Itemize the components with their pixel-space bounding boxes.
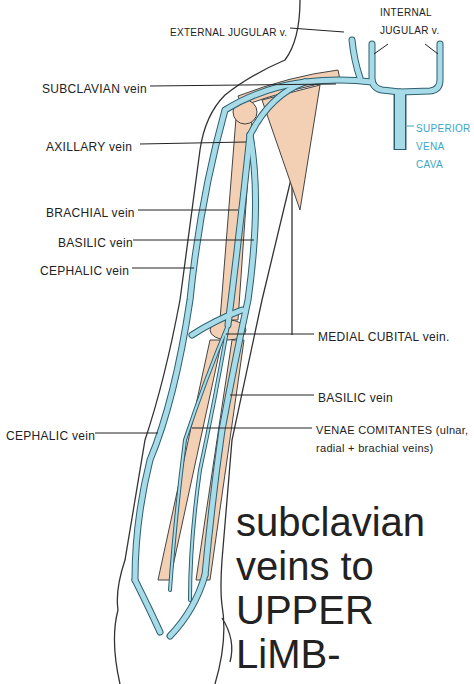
vein-label: MEDIAL CUBITAL vein. <box>318 330 450 344</box>
diagram-title-slot: subclavian veins to UPPER LiMB- <box>236 500 468 676</box>
vein-label-slot: SUPERIOR VENA CAVA <box>416 118 470 172</box>
vein-label: SUBCLAVIAN vein <box>42 82 147 96</box>
diagram-title: subclavian veins to UPPER LiMB- <box>236 500 425 676</box>
vein-label: BRACHIAL vein <box>46 206 135 220</box>
vein-label: EXTERNAL JUGULAR v. <box>170 27 287 38</box>
vein-label-slot: BRACHIAL vein <box>46 203 156 221</box>
vein-label: SUPERIOR VENA CAVA <box>416 123 471 170</box>
vein-label-slot: VENAE COMITANTES (ulnar, radial + brachi… <box>316 420 471 456</box>
vein-label: BASILIC vein <box>58 236 133 250</box>
vein-label-slot: BASILIC vein <box>318 388 438 406</box>
venae-comitantes-fill <box>170 325 228 600</box>
svc-leader <box>407 126 414 127</box>
vein-label-slot: INTERNAL JUGULAR v. <box>380 2 442 38</box>
vein-label: CEPHALIC vein <box>40 264 129 278</box>
vein-label: CEPHALIC vein <box>6 429 95 443</box>
vein-label: INTERNAL JUGULAR v. <box>380 7 440 36</box>
vein-label-slot: EXTERNAL JUGULAR v. <box>170 22 300 40</box>
vein-label-slot: MEDIAL CUBITAL vein. <box>318 327 468 345</box>
vein-label: AXILLARY vein <box>46 140 132 154</box>
vein-label-slot: AXILLARY vein <box>46 137 156 155</box>
vein-label: BASILIC vein <box>318 391 393 405</box>
vein-label-slot: BASILIC vein <box>58 233 158 251</box>
vein-label-slot: SUBCLAVIAN vein <box>42 79 172 97</box>
vein-label-slot: CEPHALIC vein <box>6 426 116 444</box>
vein-label-slot: CEPHALIC vein <box>40 261 150 279</box>
vein-label: VENAE COMITANTES (ulnar, radial + brachi… <box>316 424 468 454</box>
svc-fill <box>395 92 405 149</box>
svc-outline <box>394 92 407 150</box>
